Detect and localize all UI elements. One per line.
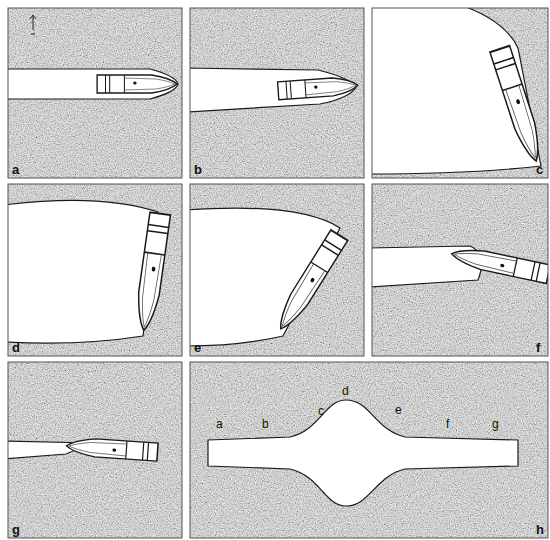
position-letter: b [262, 418, 269, 430]
panel-letter: f [536, 341, 540, 354]
panel-letter: e [194, 341, 201, 354]
position-letter: c [318, 405, 324, 417]
position-letter: e [395, 404, 402, 416]
panel-letter: d [12, 341, 20, 354]
position-letter: g [492, 418, 499, 430]
panel-letter: c [536, 163, 543, 176]
panel-letter: a [12, 163, 19, 176]
panel-letter: h [536, 523, 544, 536]
position-letter: a [216, 418, 223, 430]
position-letter: f [446, 418, 449, 430]
position-letter: d [342, 385, 349, 397]
panel-letter: b [194, 163, 202, 176]
panel-letter: g [12, 523, 20, 536]
